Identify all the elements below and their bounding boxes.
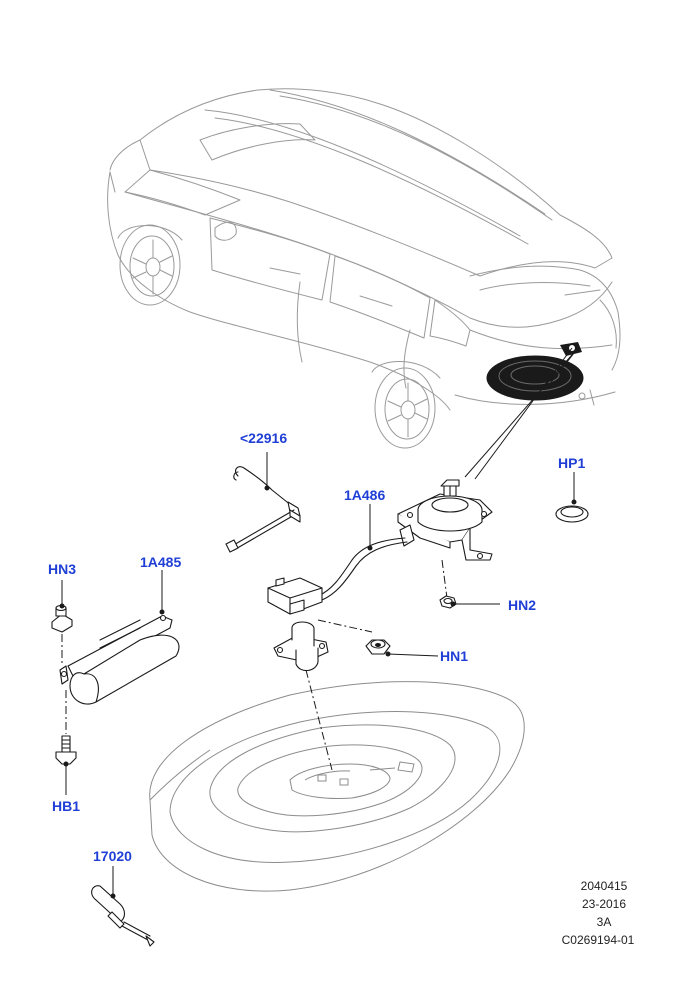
ref-line-4: C0269194-01 <box>562 933 635 947</box>
nut-hn1 <box>365 639 391 655</box>
ref-line-3: 3A <box>597 915 612 929</box>
assembly-centerline <box>305 559 448 771</box>
screwdriver <box>91 885 155 947</box>
grommet-hp1 <box>555 505 589 523</box>
callout-1a486: 1A486 <box>344 487 385 503</box>
bolt-hb1 <box>55 634 77 765</box>
callout-17020: 17020 <box>93 848 132 864</box>
vehicle-illustration <box>107 88 621 449</box>
callout-1a485: 1A485 <box>140 554 181 570</box>
ref-line-2: 23-2016 <box>582 897 626 911</box>
wheel-lift-plate <box>273 621 329 672</box>
callout-hb1: HB1 <box>52 798 80 814</box>
spare-wheel-tyre <box>149 681 525 892</box>
leader-lines <box>59 452 577 899</box>
callout-22916: <22916 <box>240 430 287 446</box>
detail-zoom-lines <box>464 347 579 480</box>
spare-tyre-stowed <box>486 342 584 401</box>
callout-hp1: HP1 <box>558 455 585 471</box>
ref-line-1: 2040415 <box>581 879 628 893</box>
nut-hn3 <box>51 604 73 633</box>
winch-assembly <box>397 479 493 561</box>
callout-hn1: HN1 <box>440 648 468 664</box>
cable-end-fitting <box>267 577 323 615</box>
winch-cable <box>317 537 408 601</box>
jack-stowage-bracket <box>59 614 180 705</box>
callout-hn2: HN2 <box>508 597 536 613</box>
reference-block: 2040415 23-2016 3A C0269194-01 <box>562 879 635 947</box>
callout-labels: <22916 1A486 HP1 HN3 1A485 HN2 HN1 HB1 1… <box>48 430 585 864</box>
callout-hn3: HN3 <box>48 561 76 577</box>
wheel-brace <box>225 466 301 553</box>
